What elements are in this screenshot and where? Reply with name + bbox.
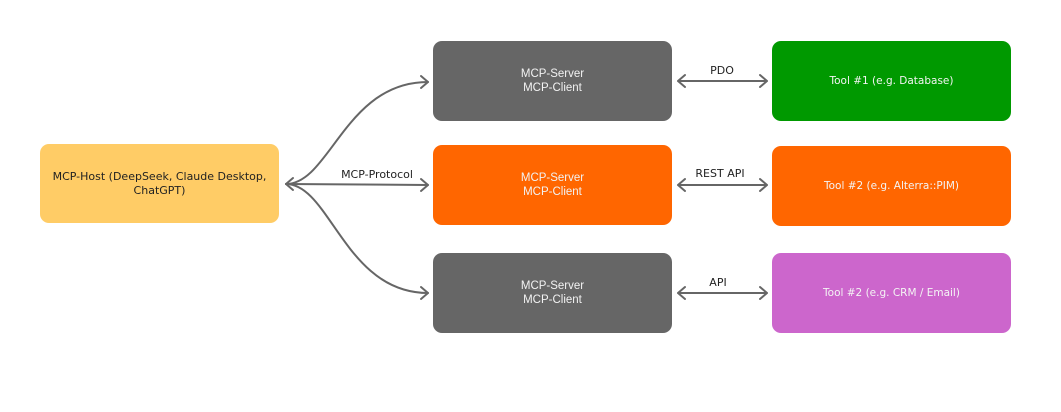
mcp-server-node-3: MCP-Server MCP-Client — [433, 253, 672, 333]
arrowhead-host — [285, 177, 294, 191]
mcp-host-label-line2: ChatGPT) — [133, 183, 186, 197]
mcp-server-label: MCP-Server — [520, 172, 585, 184]
mcp-server-label: MCP-Server — [520, 68, 585, 80]
edge-server-tool-1 — [677, 74, 768, 88]
mcp-server-label: MCP-Server — [520, 280, 585, 292]
mcp-server-node-2: MCP-Server MCP-Client — [433, 145, 672, 225]
tool-node-database: Tool #1 (e.g. Database) — [772, 41, 1011, 121]
arrowhead-server-2 — [420, 178, 429, 192]
link-label-pdo: PDO — [710, 64, 734, 77]
link-label-api: API — [709, 276, 727, 289]
mcp-host-label-line1: MCP-Host (DeepSeek, Claude Desktop, — [52, 169, 267, 183]
mcp-host-node: MCP-Host (DeepSeek, Claude Desktop, Chat… — [40, 144, 279, 223]
edge-server-tool-3 — [677, 286, 768, 300]
arrowhead-server-1 — [420, 75, 429, 89]
tool-label: Tool #2 (e.g. CRM / Email) — [823, 287, 960, 299]
edge-host-server-2 — [285, 183, 429, 186]
edge-host-server-3 — [285, 183, 429, 294]
mcp-protocol-label: MCP-Protocol — [341, 168, 413, 181]
mcp-client-label: MCP-Client — [523, 186, 582, 198]
edge-host-server-1 — [285, 81, 429, 185]
tool-node-pim: Tool #2 (e.g. Alterra::PIM) — [772, 146, 1011, 226]
link-label-rest-api: REST API — [695, 167, 745, 180]
tool-node-crm-email: Tool #2 (e.g. CRM / Email) — [772, 253, 1011, 333]
mcp-client-label: MCP-Client — [523, 294, 582, 306]
arrowhead-server-3 — [420, 286, 429, 300]
tool-label: Tool #1 (e.g. Database) — [829, 75, 954, 87]
mcp-client-label: MCP-Client — [523, 82, 582, 94]
tool-label: Tool #2 (e.g. Alterra::PIM) — [823, 180, 959, 192]
edge-server-tool-2 — [677, 178, 768, 192]
mcp-server-node-1: MCP-Server MCP-Client — [433, 41, 672, 121]
